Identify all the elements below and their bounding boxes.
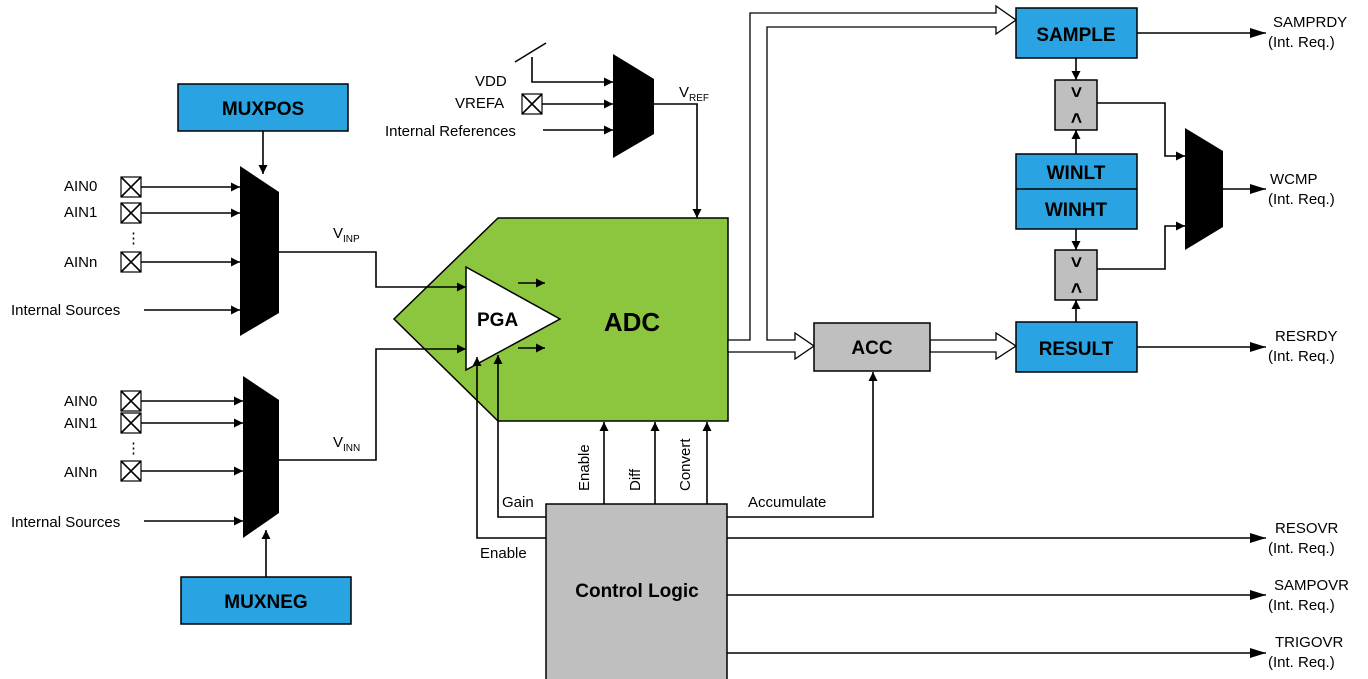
upper-comparator: > < <box>1054 79 1098 131</box>
pos-dots: ⋮ <box>126 230 141 247</box>
lower-comparator: > < <box>1054 249 1098 301</box>
samprdy-int-req: (Int. Req.) <box>1268 34 1335 51</box>
resovr-int-req: (Int. Req.) <box>1268 540 1335 557</box>
pos-ain1-pad-icon <box>120 202 142 224</box>
acc-to-result-bus <box>929 331 1018 361</box>
trigovr-label: TRIGOVR <box>1275 634 1344 651</box>
sampovr-label: SAMPOVR <box>1274 577 1349 594</box>
adc-label: ADC <box>604 307 661 337</box>
enable-pga-label: Enable <box>480 545 527 562</box>
window-compare-mux <box>1185 128 1223 250</box>
neg-ain1-label: AIN1 <box>64 415 97 432</box>
muxpos-label: MUXPOS <box>222 99 304 120</box>
pos-ain1-label: AIN1 <box>64 204 97 221</box>
wcmp-label: WCMP <box>1270 171 1318 188</box>
upper-comparator-lt: < <box>1065 112 1086 123</box>
neg-ainn-pad-icon <box>120 460 142 482</box>
vdd-supply-icon <box>514 42 547 63</box>
vinn-label: VINN <box>333 434 360 454</box>
upper-comparator-gt: > <box>1065 86 1086 97</box>
neg-ain0-label: AIN0 <box>64 393 97 410</box>
muxneg-block: MUXNEG <box>180 576 352 625</box>
enable-adc-label: Enable <box>576 444 593 491</box>
control-logic-block: Control Logic <box>545 503 728 679</box>
positive-input-pads: AIN0 AIN1 ⋮ AINn Internal Sources <box>11 176 240 319</box>
winht-label: WINHT <box>1045 200 1108 221</box>
sample-block: SAMPLE <box>1015 7 1138 59</box>
convert-label: Convert <box>677 438 694 491</box>
sampovr-int-req: (Int. Req.) <box>1268 597 1335 614</box>
neg-ain1-pad-icon <box>120 412 142 434</box>
vrefa-pad-icon <box>521 93 543 115</box>
trigovr-int-req: (Int. Req.) <box>1268 654 1335 671</box>
neg-ain0-pad-icon <box>120 390 142 412</box>
pos-ain0-label: AIN0 <box>64 178 97 195</box>
result-label: RESULT <box>1039 339 1114 360</box>
negative-input-pads: AIN0 AIN1 ⋮ AINn Internal Sources <box>11 390 243 531</box>
gain-label: Gain <box>502 494 534 511</box>
control-logic-label: Control Logic <box>575 581 699 602</box>
lower-comparator-gt: > <box>1065 256 1086 267</box>
output-labels: SAMPRDY (Int. Req.) WCMP (Int. Req.) RES… <box>1268 14 1349 671</box>
lower-comparator-lt: < <box>1065 282 1086 293</box>
positive-input-mux <box>240 166 279 336</box>
adc-to-sample-bus <box>727 4 1018 361</box>
neg-ainn-label: AINn <box>64 464 97 481</box>
acc-block: ACC <box>813 322 931 372</box>
resrdy-int-req: (Int. Req.) <box>1268 348 1335 365</box>
vrefa-label: VREFA <box>455 95 504 112</box>
internal-references-label: Internal References <box>385 123 516 140</box>
muxneg-label: MUXNEG <box>224 592 307 613</box>
vref-label: VREF <box>679 84 709 104</box>
neg-internal-sources-label: Internal Sources <box>11 514 120 531</box>
negative-input-mux <box>243 376 279 538</box>
neg-dots: ⋮ <box>126 440 141 457</box>
accumulate-label: Accumulate <box>748 494 826 511</box>
vinp-label: VINP <box>333 225 360 245</box>
adc-block <box>392 217 729 422</box>
diff-label: Diff <box>627 468 644 491</box>
muxpos-block: MUXPOS <box>177 83 349 132</box>
resovr-label: RESOVR <box>1275 520 1339 537</box>
result-block: RESULT <box>1015 321 1138 373</box>
pga-amplifier <box>465 265 562 372</box>
winlt-winht-block: WINLT WINHT <box>1015 153 1138 230</box>
acc-label: ACC <box>851 338 892 359</box>
wcmp-int-req: (Int. Req.) <box>1268 191 1335 208</box>
pos-ain0-pad-icon <box>120 176 142 198</box>
pga-label: PGA <box>477 310 518 331</box>
resrdy-label: RESRDY <box>1275 328 1338 345</box>
pos-ainn-pad-icon <box>120 251 142 273</box>
pos-internal-sources-label: Internal Sources <box>11 302 120 319</box>
reference-inputs: VDD VREFA Internal References <box>385 42 613 140</box>
pos-ainn-label: AINn <box>64 254 97 271</box>
reference-mux <box>613 54 654 158</box>
vdd-label: VDD <box>475 73 507 90</box>
samprdy-label: SAMPRDY <box>1273 14 1347 31</box>
sample-label: SAMPLE <box>1036 25 1115 46</box>
winlt-label: WINLT <box>1047 163 1106 184</box>
